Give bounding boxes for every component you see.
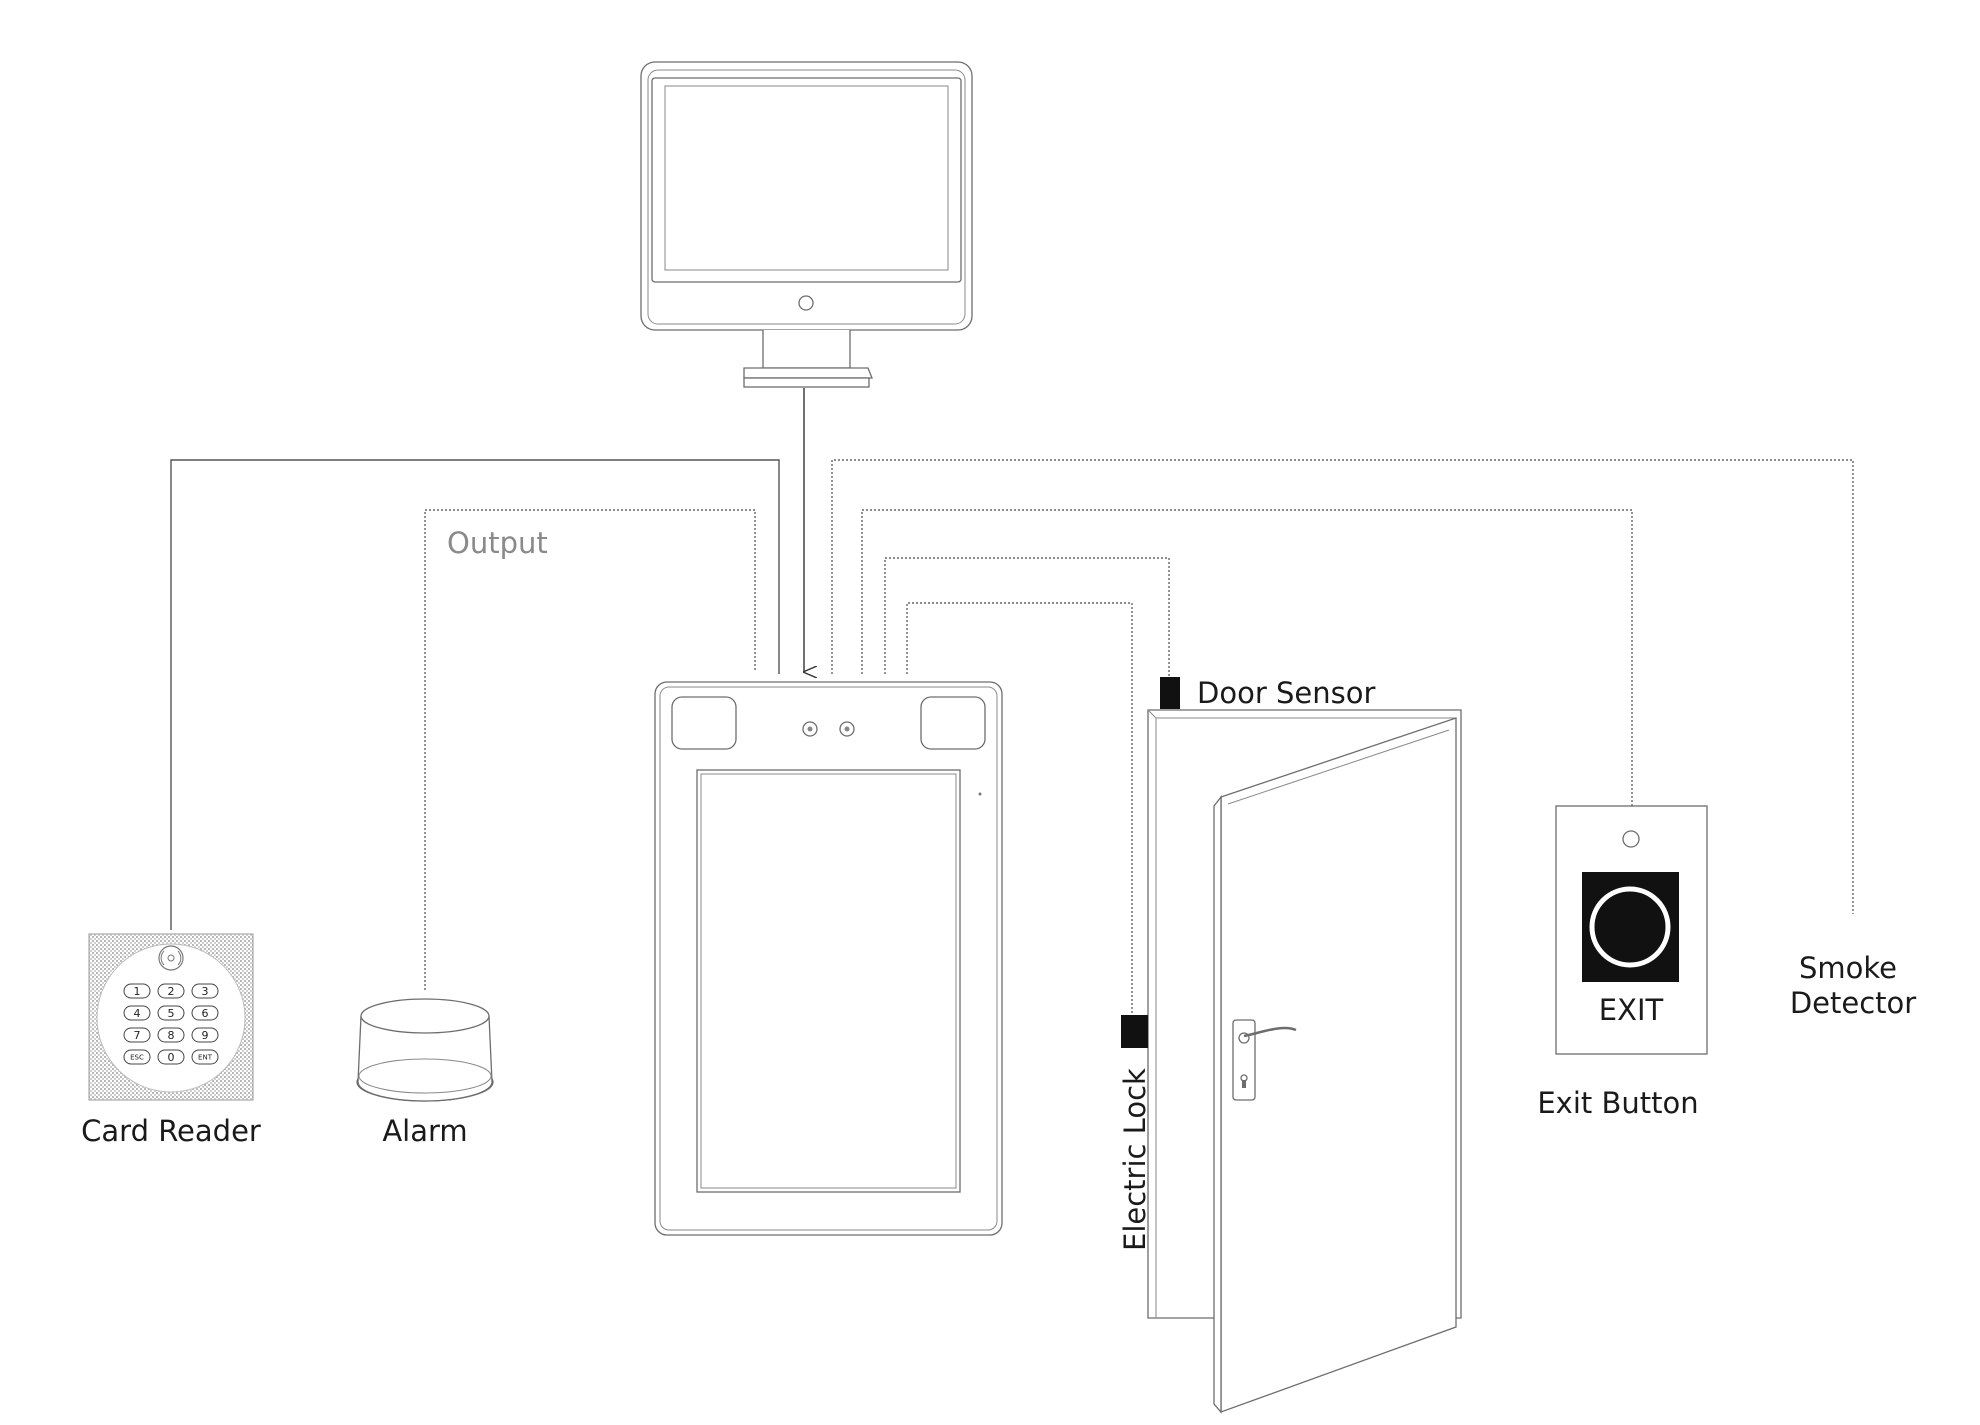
alarm-label: Alarm xyxy=(382,1114,467,1148)
exit-button-device: EXIT xyxy=(1555,805,1708,1055)
keypad-key-label: 4 xyxy=(134,1007,141,1020)
door-sensor-wire xyxy=(884,557,1170,677)
keypad-key: 8 xyxy=(157,1027,185,1043)
keypad-key: 1 xyxy=(123,983,151,999)
keypad-key: 3 xyxy=(191,983,219,999)
keypad-key-label: 8 xyxy=(168,1029,175,1042)
card-reader-label: Card Reader xyxy=(81,1114,261,1148)
exit-button-label: Exit Button xyxy=(1537,1086,1698,1120)
electric-lock-label: Electric Lock xyxy=(1118,1068,1152,1251)
keypad-key: 0 xyxy=(157,1049,185,1065)
electric-lock-wire xyxy=(906,602,1133,1015)
keypad-key: 5 xyxy=(157,1005,185,1021)
keypad-key-label: ESC xyxy=(130,1054,144,1062)
keypad-key-label: 3 xyxy=(202,985,209,998)
electric-lock-indicator xyxy=(1121,1015,1148,1048)
monitor xyxy=(640,61,973,388)
keypad-key: ESC xyxy=(123,1049,151,1065)
keypad-key: 6 xyxy=(191,1005,219,1021)
smoke-detector-label-line1: Smoke xyxy=(1799,951,1897,985)
door-sensor-label: Door Sensor xyxy=(1197,676,1375,710)
card-reader-wire xyxy=(170,459,780,930)
smoke-detector-label-line2: Detector xyxy=(1790,986,1916,1020)
keypad-key-label: 6 xyxy=(202,1007,209,1020)
rfid-icon xyxy=(158,945,184,971)
smoke-detector-wire xyxy=(831,459,1854,914)
keypad-key-label: 9 xyxy=(202,1029,209,1042)
keypad-key-label: 7 xyxy=(134,1029,141,1042)
controller-terminal xyxy=(654,681,1003,1236)
wiring xyxy=(170,388,1854,1015)
keypad-key: 7 xyxy=(123,1027,151,1043)
keypad-key-label: 5 xyxy=(168,1007,175,1020)
keypad-key: 4 xyxy=(123,1005,151,1021)
keypad-key-label: ENT xyxy=(198,1054,213,1062)
alarm-wire xyxy=(424,509,756,990)
keypad-key: ENT xyxy=(191,1049,219,1065)
exit-button-wire xyxy=(861,509,1633,806)
door xyxy=(1147,709,1462,1414)
output-label: Output xyxy=(447,526,548,560)
keypad-key-label: 0 xyxy=(168,1051,175,1064)
keypad-key: 9 xyxy=(191,1027,219,1043)
keypad-key-label: 1 xyxy=(134,985,141,998)
door-handle-icon xyxy=(1232,1019,1297,1101)
door-sensor-indicator xyxy=(1160,677,1180,709)
keypad-key: 2 xyxy=(157,983,185,999)
keypad-key-label: 2 xyxy=(168,985,175,998)
exit-button-text: EXIT xyxy=(1599,993,1664,1027)
alarm-device xyxy=(356,998,494,1102)
